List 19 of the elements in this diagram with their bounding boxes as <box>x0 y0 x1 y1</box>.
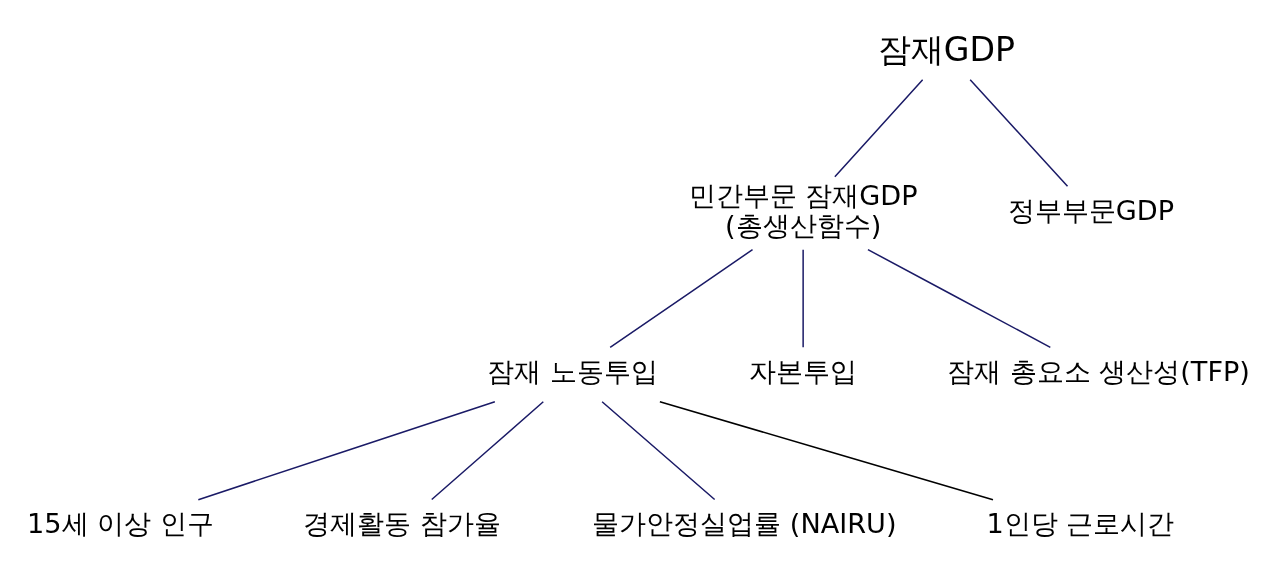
connector <box>834 79 924 178</box>
connector <box>431 401 545 501</box>
node-text: 민간부문 잠재GDP (총생산함수) <box>688 179 918 242</box>
node-text: 잠재GDP <box>877 29 1015 69</box>
node-text: 물가안정실업률 (NAIRU) <box>592 508 897 540</box>
connector <box>802 248 804 349</box>
connector <box>969 79 1069 187</box>
connector <box>609 248 754 349</box>
node-text: 잠재 노동투입 <box>487 356 658 388</box>
connector <box>659 401 994 501</box>
connector <box>197 401 496 501</box>
node-text: 정부부문GDP <box>1007 195 1175 227</box>
connector <box>601 401 716 501</box>
node-text: 자본투입 <box>749 356 858 388</box>
connector <box>867 248 1052 349</box>
node-text: 1인당 근로시간 <box>986 508 1175 540</box>
node-text: 15세 이상 인구 <box>27 508 214 540</box>
node-text: 잠재 총요소 생산성(TFP) <box>947 356 1250 388</box>
node-text: 경제활동 참가율 <box>303 508 502 540</box>
